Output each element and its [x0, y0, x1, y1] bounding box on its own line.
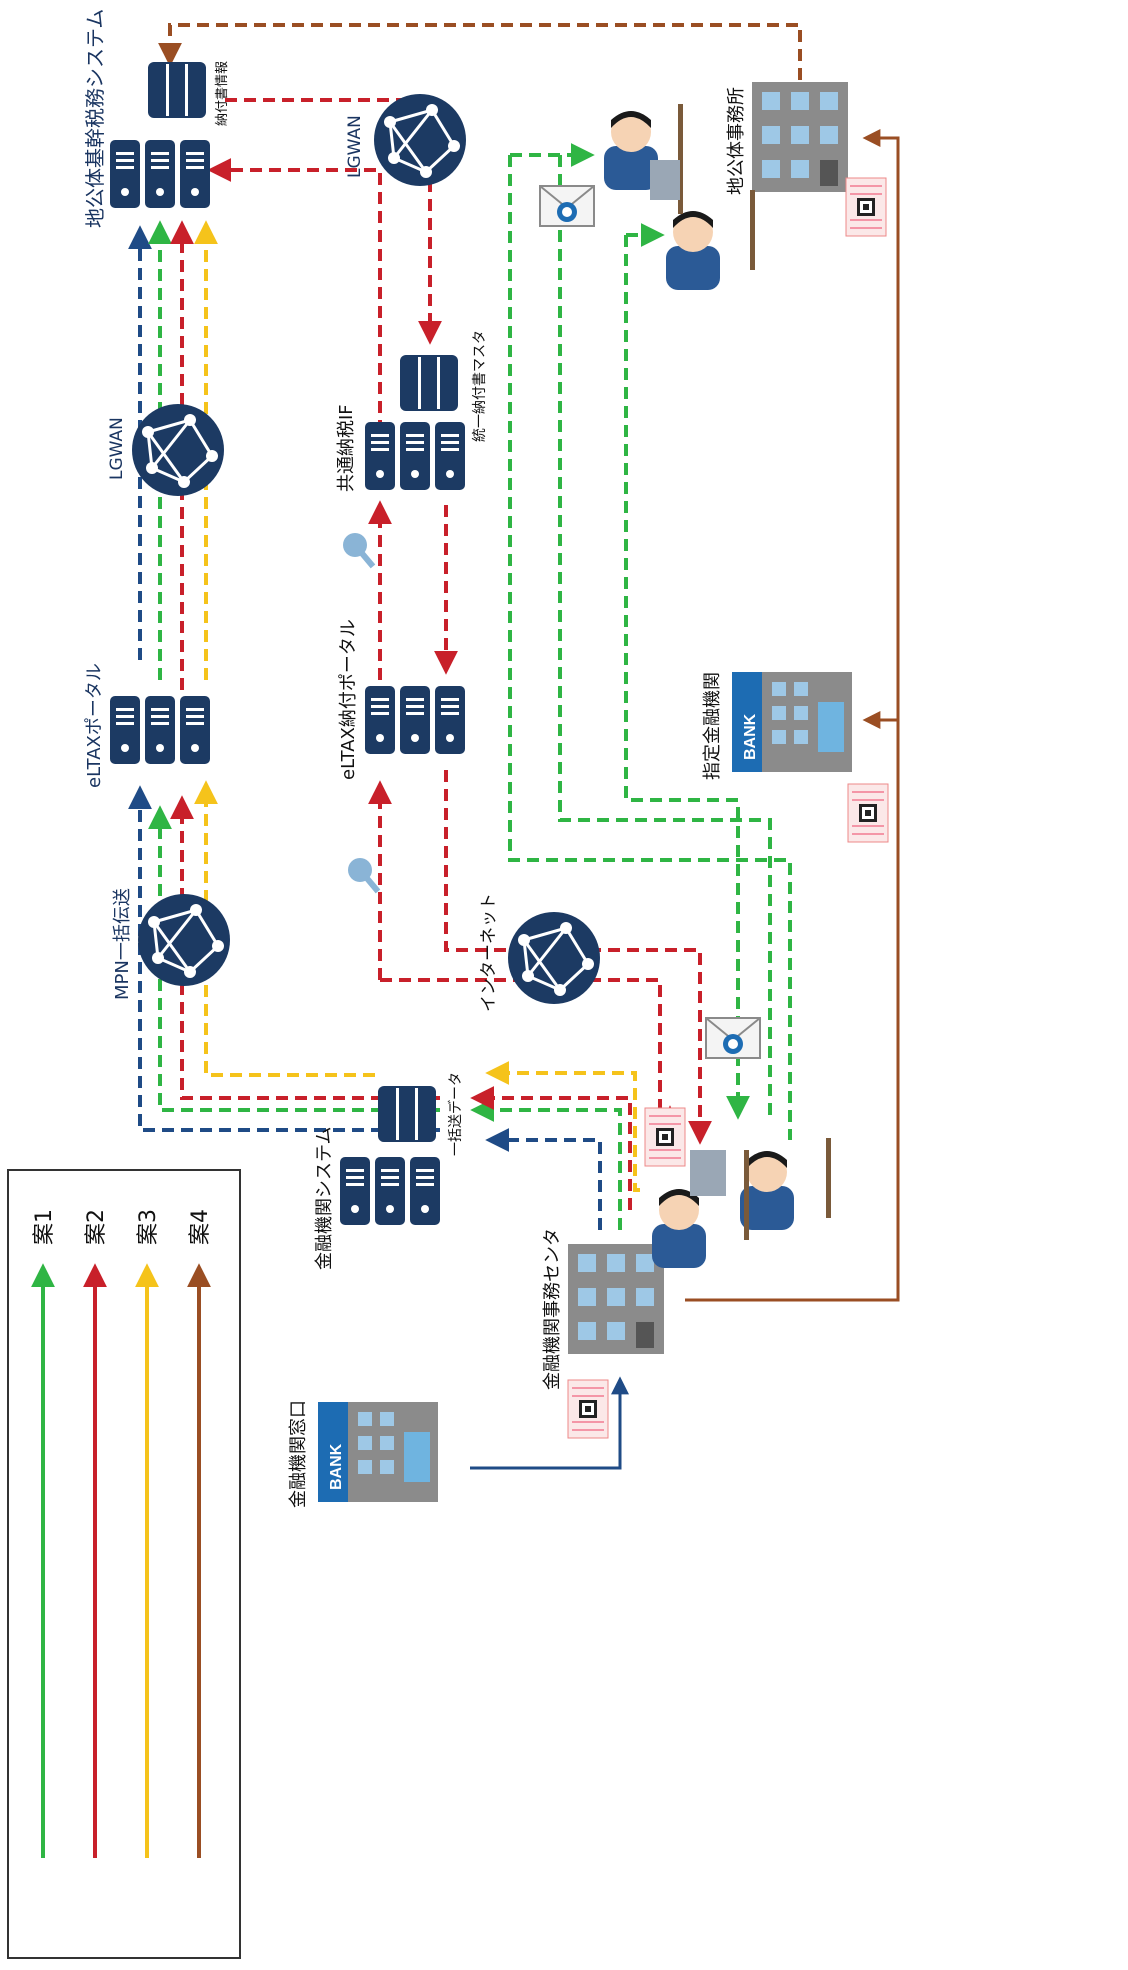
eltax-portal-server-icon — [110, 696, 210, 764]
plan1-line-f — [558, 230, 772, 1120]
lgwan-mid-label: LGWAN — [107, 417, 127, 480]
bank-sign-text-2: BANK — [328, 1443, 345, 1490]
core-system-label: 地公体基幹税務システム — [83, 9, 107, 228]
plan3-line-a — [485, 1061, 640, 1192]
plan2-line-a — [470, 1086, 632, 1210]
payment-slip-icon-3 — [644, 1107, 686, 1167]
local-gov-office-building-icon — [752, 82, 848, 192]
plan2-line-d — [207, 158, 382, 470]
local-gov-office-label: 地公体事務所 — [726, 87, 747, 195]
email-envelope-icon-2 — [705, 1017, 761, 1059]
core-tax-server-icon — [110, 140, 210, 208]
desk-1 — [678, 104, 683, 214]
legend-item-plan1: 案1 — [31, 1209, 57, 1858]
desk-3 — [744, 1150, 749, 1240]
unified-master-label: 統一納付書マスタ — [472, 330, 488, 442]
plan1-line-a — [470, 1098, 622, 1230]
bank-center-label: 金融機関事務センタ — [542, 1228, 563, 1390]
mpn-globe-icon — [136, 892, 232, 988]
legend-item-plan2: 案2 — [83, 1209, 109, 1858]
legend-label-plan4: 案4 — [188, 1209, 213, 1245]
bank-window-label: 金融機関窓口 — [288, 1400, 309, 1508]
internet-globe-icon — [506, 910, 602, 1006]
desk-4 — [826, 1138, 831, 1218]
legend-box — [7, 1169, 241, 1959]
key-icon-2 — [348, 858, 381, 894]
legend: 案1 案2 案3 案4 — [7, 1169, 241, 1959]
legend-item-plan4: 案4 — [187, 1209, 213, 1858]
email-envelope-icon-1 — [539, 185, 595, 227]
legend-label-plan1: 案1 — [32, 1209, 57, 1245]
staff-person-icon-3 — [652, 1189, 706, 1268]
staff-person-icon-1 — [604, 111, 658, 190]
payment-info-database-icon — [148, 62, 206, 118]
lgwan-mid-globe-icon — [130, 402, 226, 498]
mpn-batch-label: MPN一括伝送 — [112, 888, 133, 1000]
mpn-line-2 — [128, 785, 440, 1132]
common-if-server-icon — [365, 422, 465, 490]
eltax-payment-portal-server-icon — [365, 686, 465, 754]
lgwan-top-label: LGWAN — [345, 115, 365, 178]
plan2-line-i — [380, 978, 662, 1130]
bank-system-server-icon — [340, 1157, 440, 1225]
lgwan-top-globe-icon — [372, 92, 468, 188]
key-icon — [343, 533, 376, 569]
plan4-line-top — [158, 23, 802, 80]
bank-sign-text-1: BANK — [742, 713, 759, 760]
payment-slip-icon-1 — [845, 177, 887, 237]
legend-label-plan2: 案2 — [84, 1209, 109, 1245]
batch-data-database-icon — [378, 1086, 436, 1142]
plan2-line-e — [225, 98, 442, 345]
payment-info-label: 納付書情報 — [215, 61, 230, 126]
laptop-1 — [650, 160, 680, 200]
staff-person-icon-2 — [666, 211, 720, 290]
eltax-payment-portal-label: eLTAX納付ポータル — [338, 619, 359, 780]
payment-slip-icon-4 — [567, 1379, 609, 1439]
internet-label: インターネット — [479, 893, 499, 1012]
payment-slip-icon-2 — [847, 783, 889, 843]
unified-master-database-icon — [400, 355, 458, 411]
eltax-portal-label: eLTAXポータル — [84, 663, 105, 788]
legend-label-plan3: 案3 — [136, 1209, 161, 1245]
designated-bank-label: 指定金融機関 — [702, 672, 723, 780]
common-if-label: 共通納税IF — [336, 404, 357, 492]
window-to-center-line — [470, 1376, 629, 1470]
laptop-2 — [690, 1150, 726, 1196]
plan3-line-b — [194, 780, 375, 1077]
bank-center-building-icon — [568, 1244, 664, 1354]
plan1-line-e — [508, 155, 792, 1140]
desk-2 — [750, 190, 755, 270]
legend-item-plan3: 案3 — [135, 1209, 161, 1858]
batch-data-label: 一括送データ — [447, 1072, 464, 1156]
bank-system-label: 金融機関システム — [314, 1127, 335, 1270]
mpn-line — [485, 1128, 602, 1230]
